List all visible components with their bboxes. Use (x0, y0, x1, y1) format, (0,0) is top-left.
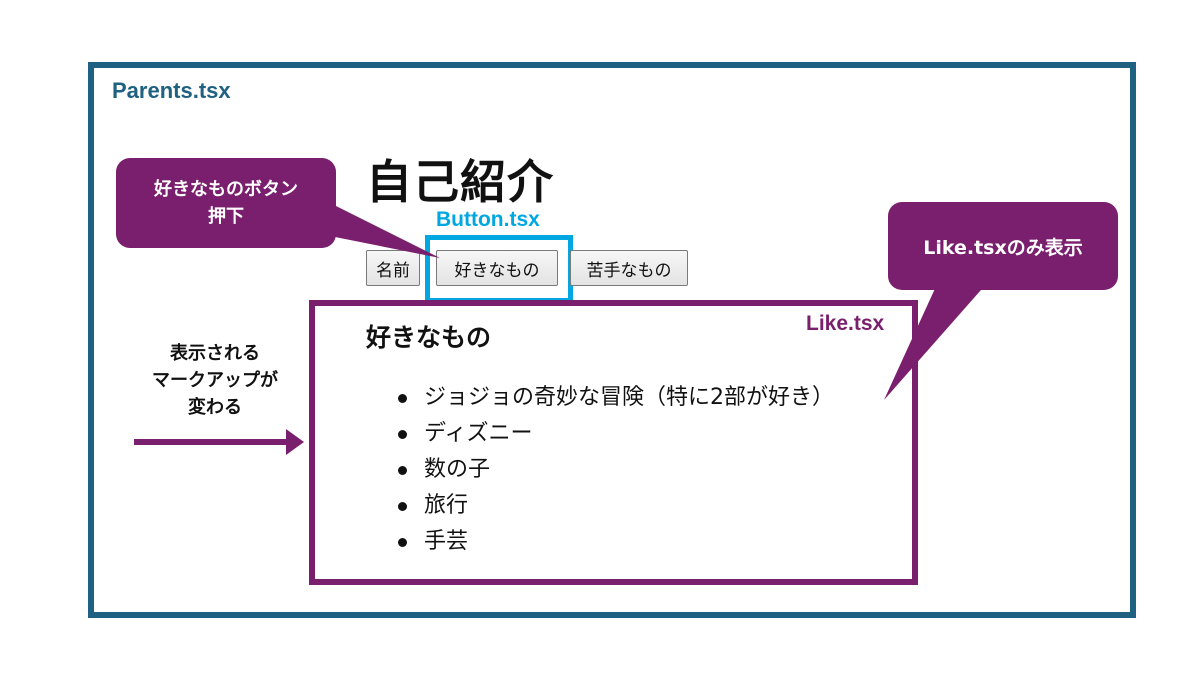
list-item: 数の子 (396, 452, 834, 488)
list-item: 旅行 (396, 488, 834, 524)
callout-like-press-line1: 好きなものボタン (154, 179, 298, 200)
list-item: ディズニー (396, 416, 834, 452)
like-list: ジョジョの奇妙な冒険（特に2部が好き） ディズニー 数の子 旅行 手芸 (396, 380, 834, 560)
markup-note-line1: 表示される (170, 343, 260, 364)
list-item: 手芸 (396, 524, 834, 560)
markup-arrow-head (286, 429, 304, 455)
list-item: ジョジョの奇妙な冒険（特に2部が好き） (396, 380, 834, 416)
callout-like-press: 好きなものボタン 押下 (116, 158, 336, 248)
name-button[interactable]: 名前 (366, 250, 420, 286)
like-button[interactable]: 好きなもの (436, 250, 558, 286)
parents-label: Parents.tsx (112, 78, 231, 103)
like-component-label: Like.tsx (806, 312, 885, 335)
markup-note-line2: マークアップが (152, 370, 278, 391)
button-component-label: Button.tsx (436, 208, 540, 231)
callout-tail-like-only (884, 282, 988, 400)
parents-frame (88, 62, 1136, 618)
like-heading: 好きなもの (366, 323, 492, 352)
callout-like-press-line2: 押下 (208, 206, 244, 227)
like-component-frame (309, 300, 918, 585)
markup-change-note: 表示される マークアップが 変わる (130, 340, 300, 421)
markup-note-line3: 変わる (188, 397, 242, 418)
page-title: 自己紹介 (366, 155, 554, 209)
callout-like-only: Like.tsxのみ表示 (888, 202, 1118, 290)
dislike-button[interactable]: 苦手なもの (570, 250, 688, 286)
